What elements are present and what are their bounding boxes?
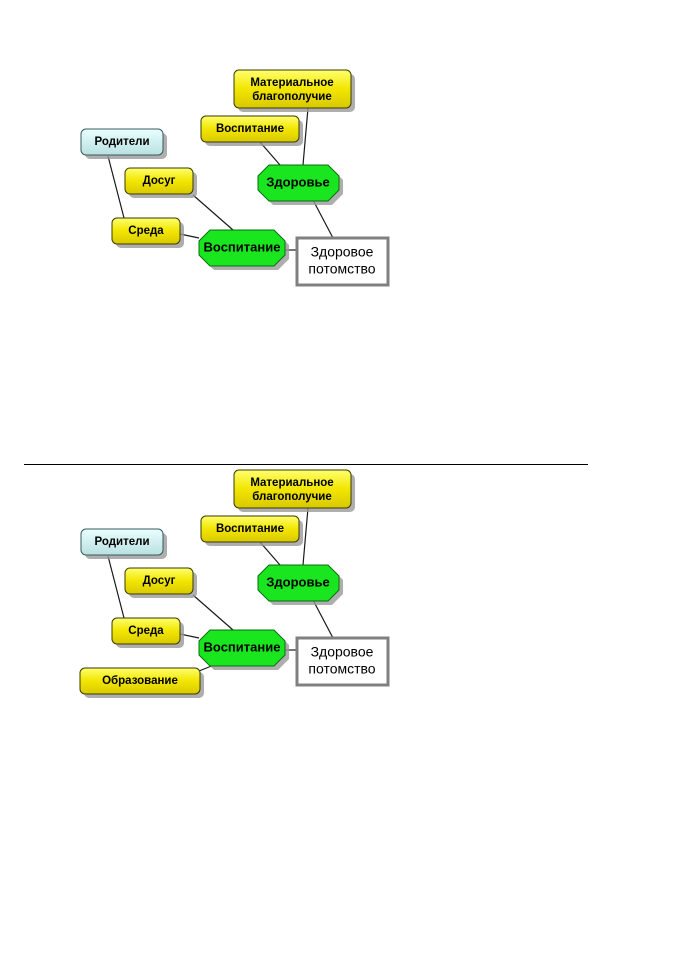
node-upbringing-label: Воспитание <box>204 639 281 654</box>
edge-parents-environment <box>107 555 125 619</box>
node-upbringing-small-label: Воспитание <box>216 523 284 535</box>
node-environment: Среда <box>111 617 184 648</box>
node-goal-line1: Здоровое <box>311 644 374 660</box>
node-environment: Среда <box>111 217 184 248</box>
node-parents-label: Родители <box>94 536 149 548</box>
node-health-label: Здоровье <box>266 574 329 589</box>
node-leisure-label: Досуг <box>143 175 176 187</box>
node-leisure-label: Досуг <box>143 575 176 587</box>
node-upbringing-small: Воспитание <box>200 115 303 146</box>
edge-material-health <box>302 507 309 566</box>
node-material-wellbeing-line1: Материальное <box>250 77 333 89</box>
node-parents-label: Родители <box>94 136 149 148</box>
node-leisure: Досуг <box>124 567 197 598</box>
node-material-wellbeing-line2: благополучие <box>252 91 332 103</box>
node-upbringing: Воспитание <box>198 229 289 270</box>
node-education: Образование <box>79 667 204 698</box>
node-upbringing: Воспитание <box>198 629 289 670</box>
node-material-wellbeing-line1: Материальное <box>250 477 333 489</box>
edge-parents-environment <box>107 155 125 219</box>
node-upbringing-small: Воспитание <box>200 515 303 546</box>
node-parents: Родители <box>80 528 167 559</box>
node-goal-line2: потомство <box>308 661 375 677</box>
edge-leisure-upbringing <box>192 194 234 231</box>
node-environment-label: Среда <box>128 225 164 237</box>
node-health: Здоровье <box>257 164 343 205</box>
node-goal-healthy-offspring: Здоровое потомство <box>295 236 390 287</box>
node-goal-healthy-offspring: Здоровое потомство <box>295 636 390 687</box>
node-parents: Родители <box>80 128 167 159</box>
node-material-wellbeing: Материальное благополучие <box>233 69 355 112</box>
node-upbringing-label: Воспитание <box>204 239 281 254</box>
node-goal-line2: потомство <box>308 261 375 277</box>
node-health: Здоровье <box>257 564 343 605</box>
node-upbringing-small-label: Воспитание <box>216 123 284 135</box>
edge-leisure-upbringing <box>192 594 234 631</box>
node-environment-label: Среда <box>128 625 164 637</box>
node-health-label: Здоровье <box>266 174 329 189</box>
edge-health-goal <box>312 199 334 239</box>
node-material-wellbeing: Материальное благополучие <box>233 469 355 512</box>
node-material-wellbeing-line2: благополучие <box>252 491 332 503</box>
node-education-label: Образование <box>102 675 178 687</box>
node-leisure: Досуг <box>124 167 197 198</box>
concept-diagram-1: Материальное благополучие Воспитание Род… <box>80 69 390 287</box>
concept-diagram-2: Материальное благополучие Воспитание Род… <box>79 469 390 698</box>
edge-material-health <box>302 107 309 166</box>
edge-health-goal <box>312 599 334 639</box>
section-divider <box>24 464 588 465</box>
node-goal-line1: Здоровое <box>311 244 374 260</box>
